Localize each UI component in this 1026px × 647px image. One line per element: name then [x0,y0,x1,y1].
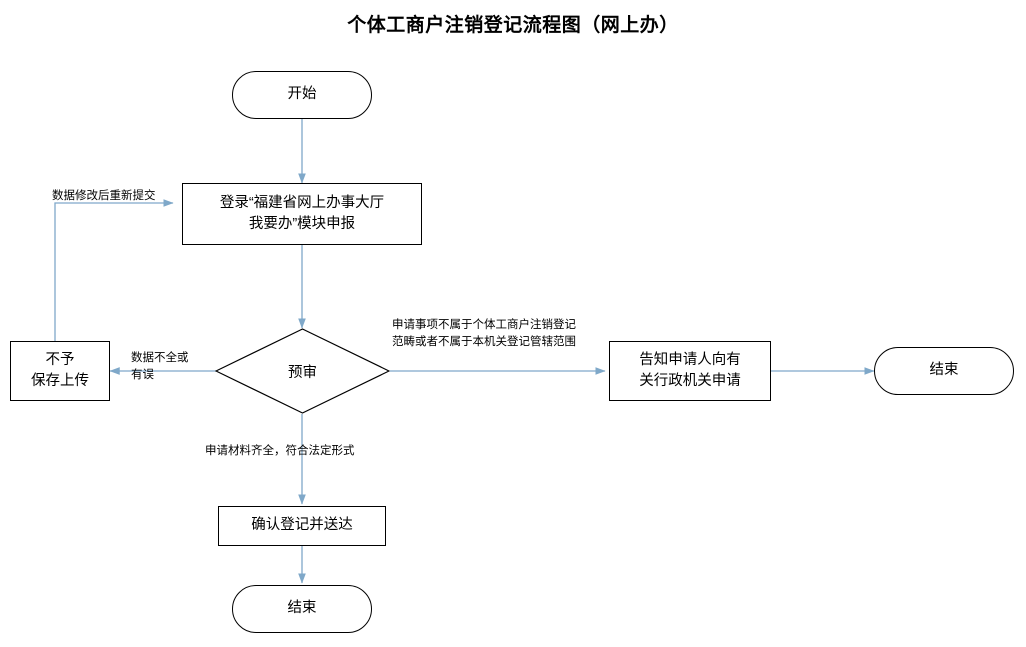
node-end-right-label: 结束 [929,362,959,379]
node-apply: 登录“福建省网上办事大厅 我要办”模块申报 [182,183,422,245]
edge-label-resubmit: 数据修改后重新提交 [52,190,156,202]
node-apply-label: 登录“福建省网上办事大厅 我要办”模块申报 [219,194,385,232]
node-pre-review-label: 预审 [288,364,317,381]
node-not-save-label: 不予 保存上传 [31,351,89,389]
node-confirm-label: 确认登记并送达 [251,517,353,534]
node-pre-review: 预审 [215,328,390,414]
node-end-bottom: 结束 [232,585,372,633]
node-end-right: 结束 [874,347,1014,395]
page-title: 个体工商户注销登记流程图（网上办） [347,15,679,36]
node-not-save: 不予 保存上传 [10,341,110,401]
node-inform-label: 告知申请人向有 关行政机关申请 [639,351,741,389]
node-start: 开始 [232,71,372,119]
edge-label-out-of-scope: 申请事项不属于个体工商户注销登记 范畴或者不属于本机关登记管辖范围 [392,319,576,349]
node-confirm: 确认登记并送达 [218,506,386,546]
edge-label-incomplete: 数据不全或 有误 [131,352,189,382]
diamond-shape [215,328,390,414]
node-end-bottom-label: 结束 [287,600,317,617]
node-start-label: 开始 [287,86,317,103]
edge-label-qualified: 申请材料齐全，符合法定形式 [205,445,355,457]
node-inform: 告知申请人向有 关行政机关申请 [609,341,771,401]
